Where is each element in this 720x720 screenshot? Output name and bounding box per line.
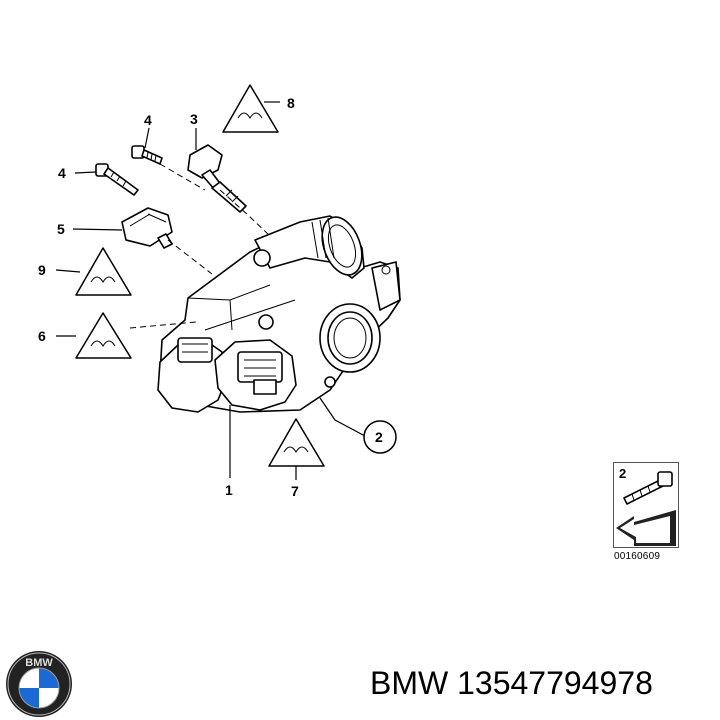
legend-arrow-icon <box>616 510 676 546</box>
callout-2: 2 <box>375 429 383 445</box>
callout-6: 6 <box>38 328 46 344</box>
legend-box <box>613 462 679 548</box>
callout-5: 5 <box>57 221 65 237</box>
part-number-caption: BMW 13547794978 <box>370 665 653 701</box>
bolt-part-4a <box>131 145 163 165</box>
callout-3: 3 <box>190 111 198 127</box>
logo-lettering: BMW <box>25 657 53 669</box>
callout-4-upper: 4 <box>144 112 152 128</box>
diagram-code: 00160609 <box>614 551 661 562</box>
throttle-body-drawing <box>157 215 401 413</box>
warning-triangle-8 <box>222 84 279 133</box>
callout-2-circle <box>363 420 397 454</box>
warning-triangle-7 <box>268 418 325 467</box>
warning-triangle-9 <box>75 247 132 296</box>
legend-bolt-icon <box>623 471 673 505</box>
callout-8: 8 <box>287 95 295 111</box>
screw-part-4b <box>95 163 139 196</box>
callout-4-lower: 4 <box>58 165 66 181</box>
callout-9: 9 <box>38 262 46 278</box>
bmw-roundel-icon: BMW <box>6 651 72 717</box>
callout-7: 7 <box>291 483 299 499</box>
sensor-part-3 <box>187 144 247 213</box>
callout-1: 1 <box>225 482 233 498</box>
legend-number: 2 <box>619 466 627 481</box>
bracket-part-5 <box>121 207 173 249</box>
warning-triangle-6 <box>75 312 132 359</box>
